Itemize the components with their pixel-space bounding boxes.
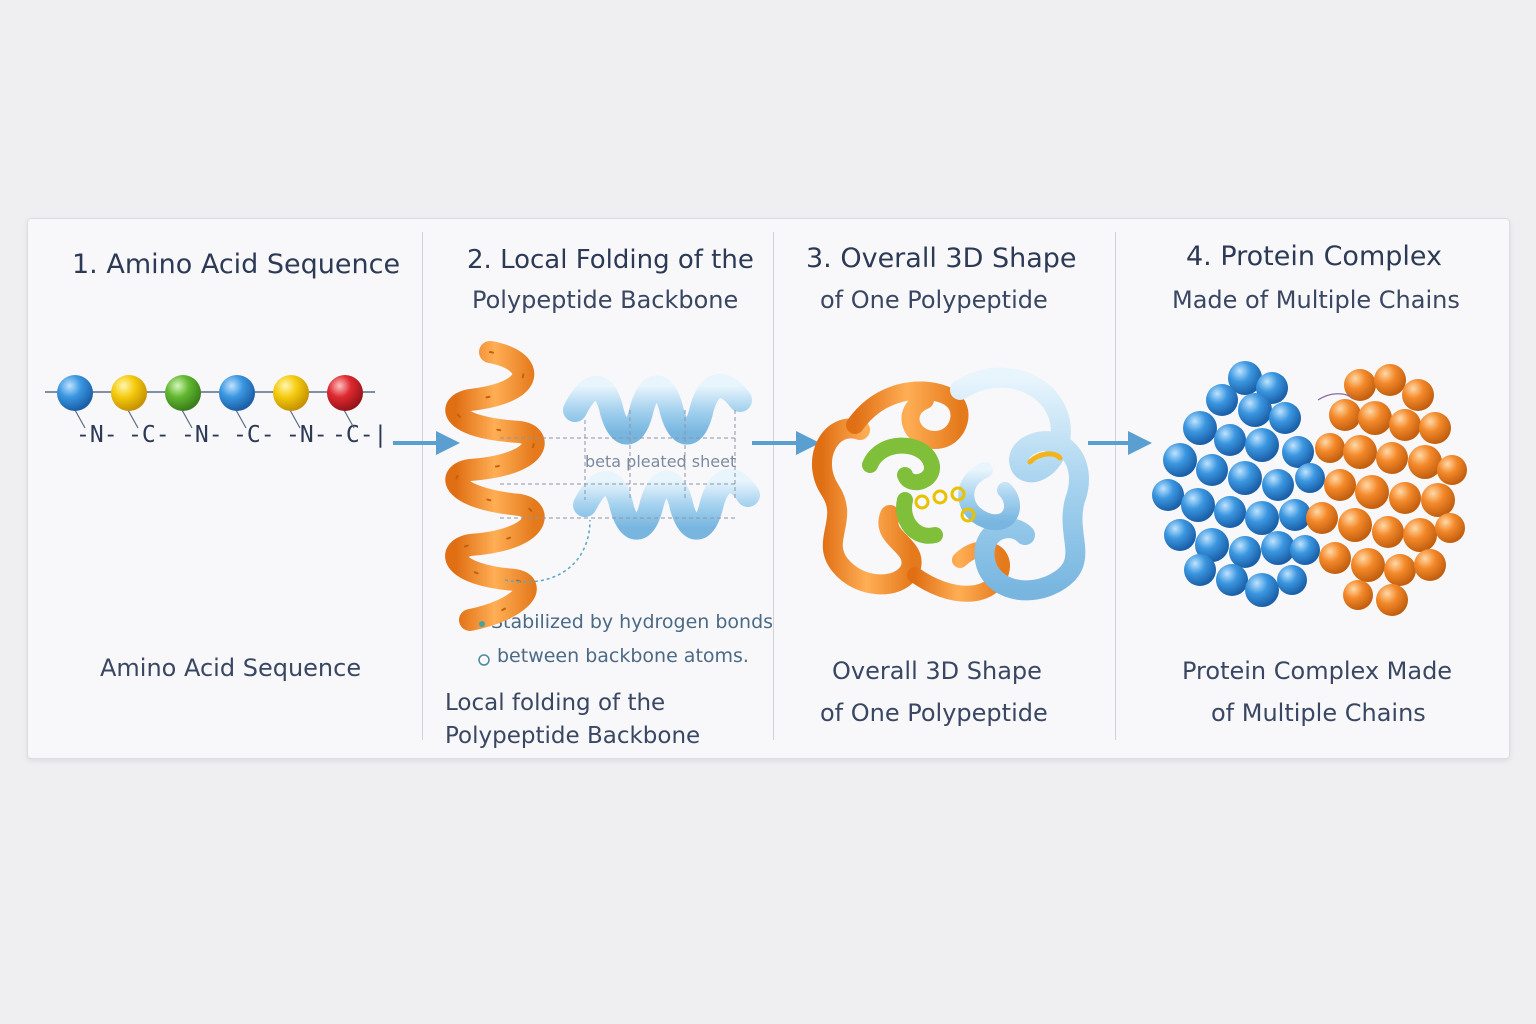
panel-4-caption-line1: Protein Complex Made	[1182, 657, 1453, 685]
panel-2-title-line2: Polypeptide Backbone	[472, 286, 739, 314]
amino-acid-bead	[57, 375, 93, 411]
panel-1-caption: Amino Acid Sequence	[100, 654, 362, 682]
panel-3-title-line2: of One Polypeptide	[820, 286, 1048, 314]
chain-atom-label: -N-	[76, 422, 118, 448]
chain-atom-label: -C-	[128, 422, 170, 448]
bullet-circle	[478, 654, 490, 666]
panel-divider	[1115, 232, 1116, 740]
panel-1-title: 1. Amino Acid Sequence	[72, 249, 401, 280]
panel-3-title-line1: 3. Overall 3D Shape	[806, 243, 1077, 274]
panel-3-caption-line1: Overall 3D Shape	[832, 657, 1042, 685]
panel-4-title-line2: Made of Multiple Chains	[1172, 286, 1460, 314]
protein-complex-illustration	[1152, 361, 1467, 616]
hydrogen-bond-note-line1: Stabilized by hydrogen bonds	[491, 611, 774, 633]
panel-divider	[422, 232, 423, 740]
amino-acid-bead	[111, 375, 147, 411]
panel-4-caption-line2: of Multiple Chains	[1211, 699, 1426, 727]
amino-acid-chain	[45, 375, 375, 429]
panel-2-caption-line2: Polypeptide Backbone	[445, 723, 701, 749]
amino-acid-bead	[219, 375, 255, 411]
chain-atom-label: -N-	[286, 422, 328, 448]
chain-atom-label: -N-	[181, 422, 223, 448]
tertiary-structure-illustration	[811, 367, 1089, 602]
panel-2-title-line1: 2. Local Folding of the	[467, 245, 754, 275]
bullet-dot	[479, 621, 485, 627]
panel-4-title-line1: 4. Protein Complex	[1186, 241, 1442, 272]
alpha-helix-illustration	[445, 341, 545, 631]
amino-acid-bead	[327, 375, 363, 411]
orange-chain	[1306, 364, 1467, 616]
beta-sheet-illustration	[500, 374, 760, 583]
sheet-label: beta pleated sheet	[585, 452, 737, 471]
panel-2-caption-line1: Local folding of the	[445, 690, 666, 716]
amino-acid-bead	[273, 375, 309, 411]
chain-atom-label: -C-	[233, 422, 275, 448]
panel-divider	[773, 232, 774, 740]
chain-atom-label: -C-|	[332, 422, 388, 448]
panel-3-caption-line2: of One Polypeptide	[820, 699, 1048, 727]
amino-acid-bead	[165, 375, 201, 411]
blue-chain	[1152, 361, 1325, 607]
hydrogen-bond-note-line2: between backbone atoms.	[497, 645, 749, 667]
